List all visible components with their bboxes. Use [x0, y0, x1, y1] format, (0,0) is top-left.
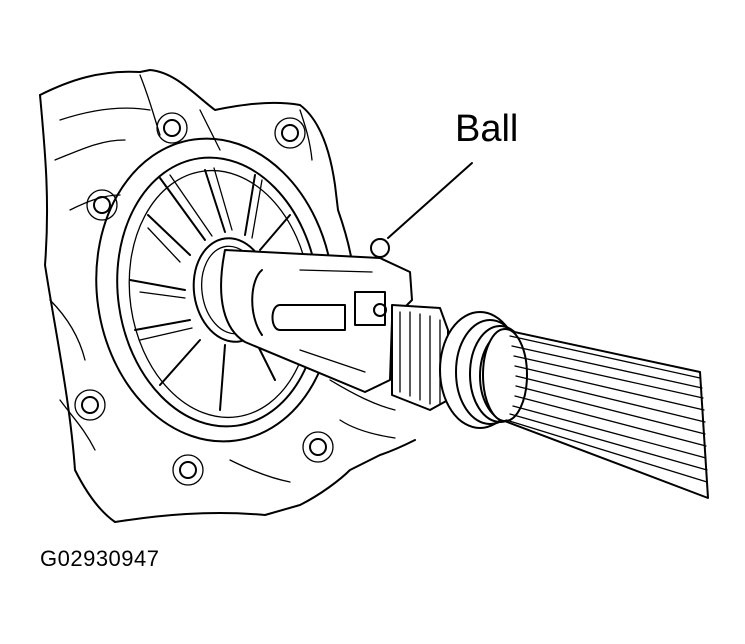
figure-code: G02930947 [40, 546, 160, 571]
ball-marker [370, 238, 390, 258]
output-shaft [220, 249, 709, 499]
callout-leader-line [387, 162, 473, 239]
ball-callout [370, 162, 473, 258]
transmission-housing [39, 69, 416, 523]
ball-label: Ball [455, 108, 519, 150]
